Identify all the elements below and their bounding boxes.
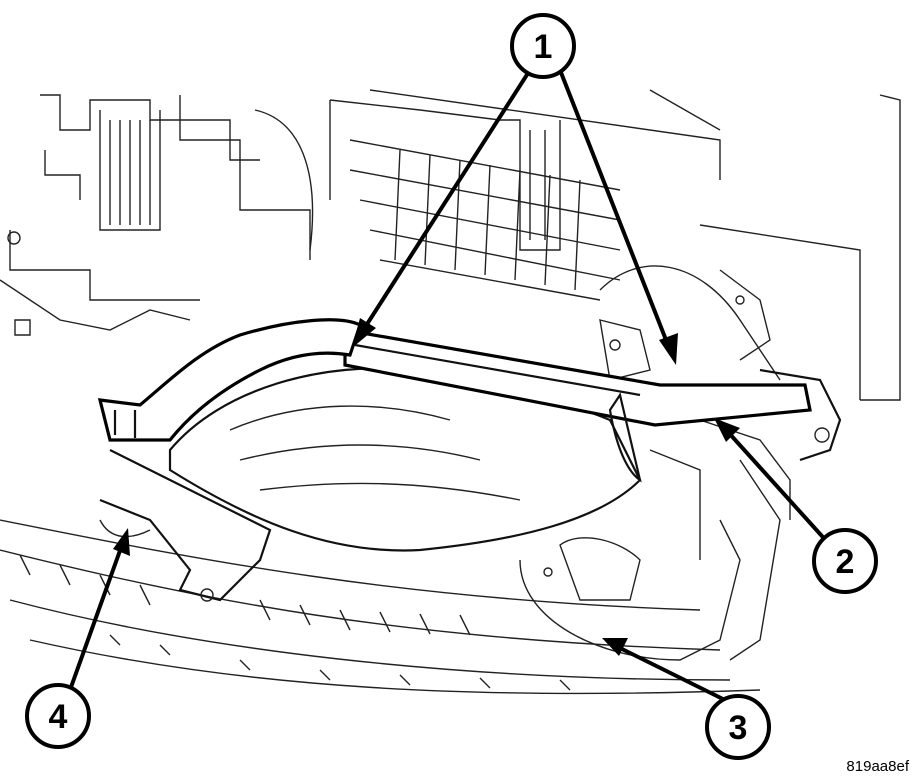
callout-4: 4 [25, 683, 91, 749]
figure-id: 819aa8ef [846, 758, 909, 775]
callout-3: 3 [705, 694, 771, 760]
callout-4-label: 4 [49, 698, 68, 736]
callout-leaders [68, 68, 832, 707]
callout-1-label: 1 [534, 28, 553, 66]
callout-2: 2 [812, 528, 878, 594]
support-bar [343, 328, 812, 483]
callout-2-label: 2 [836, 543, 855, 581]
intake-tube [97, 318, 362, 442]
callout-1: 1 [510, 13, 576, 79]
callout-3-label: 3 [729, 709, 748, 747]
